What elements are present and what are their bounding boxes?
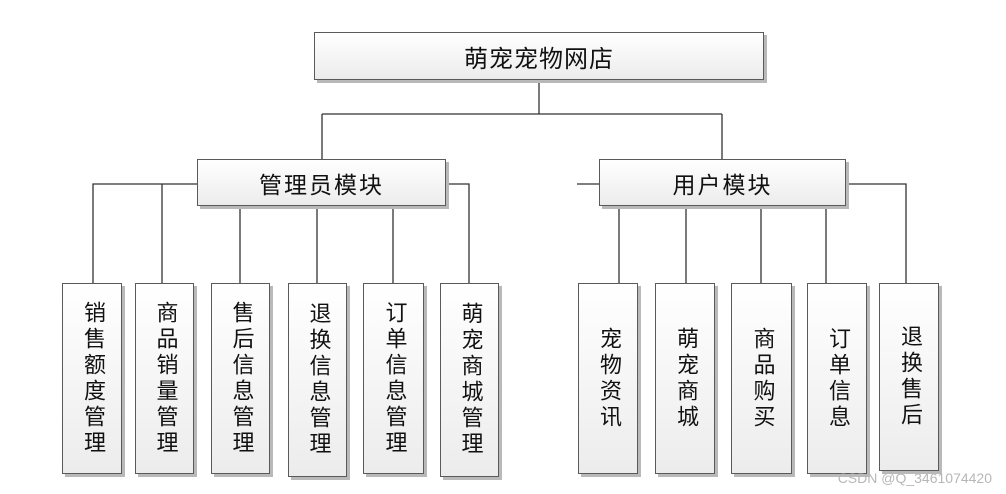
leaf-label: 商品购买: [749, 326, 775, 431]
connector-admin-left: [92, 183, 197, 283]
leaf-label: 订单信息管理: [381, 300, 407, 457]
admin-child-pet-mall: 萌宠商城管理: [440, 283, 499, 477]
leaf-label: 萌宠商城管理: [457, 302, 483, 458]
user-module-node: 用户模块: [599, 159, 846, 206]
admin-child-sales-amount: 销售额度管理: [62, 283, 122, 474]
user-child-pet-news: 宠物资讯: [578, 283, 638, 474]
leaf-label: 商品销量管理: [152, 300, 178, 457]
admin-child-orders: 订单信息管理: [363, 283, 424, 474]
leaf-label: 销售额度管理: [80, 300, 105, 457]
user-child-pet-mall: 萌宠商城: [655, 283, 715, 474]
admin-module-label: 管理员模块: [259, 172, 384, 199]
leaf-label: 售后信息管理: [228, 300, 254, 457]
user-child-returns: 退换售后: [879, 283, 939, 471]
leaf-label: 退换售后: [897, 325, 922, 429]
leaf-label: 退换信息管理: [305, 302, 331, 458]
watermark-text: CSDN @Q_3461074420: [837, 470, 992, 486]
leaf-label: 订单信息: [825, 326, 850, 431]
leaf-label: 宠物资讯: [596, 326, 621, 431]
admin-child-after-sales: 售后信息管理: [211, 283, 270, 474]
user-child-purchase: 商品购买: [731, 283, 792, 474]
leaf-label: 萌宠商城: [673, 326, 698, 431]
connector-admin-right: [446, 183, 470, 283]
connector-user-right: [846, 183, 907, 283]
root-label: 萌宠宠物网店: [464, 44, 614, 73]
user-module-label: 用户模块: [672, 172, 773, 199]
admin-module-node: 管理员模块: [197, 159, 446, 206]
user-child-orders: 订单信息: [807, 283, 867, 474]
admin-child-returns: 退换信息管理: [288, 283, 347, 477]
root-node: 萌宠宠物网店: [314, 32, 764, 80]
admin-child-product-sales: 商品销量管理: [135, 283, 194, 474]
